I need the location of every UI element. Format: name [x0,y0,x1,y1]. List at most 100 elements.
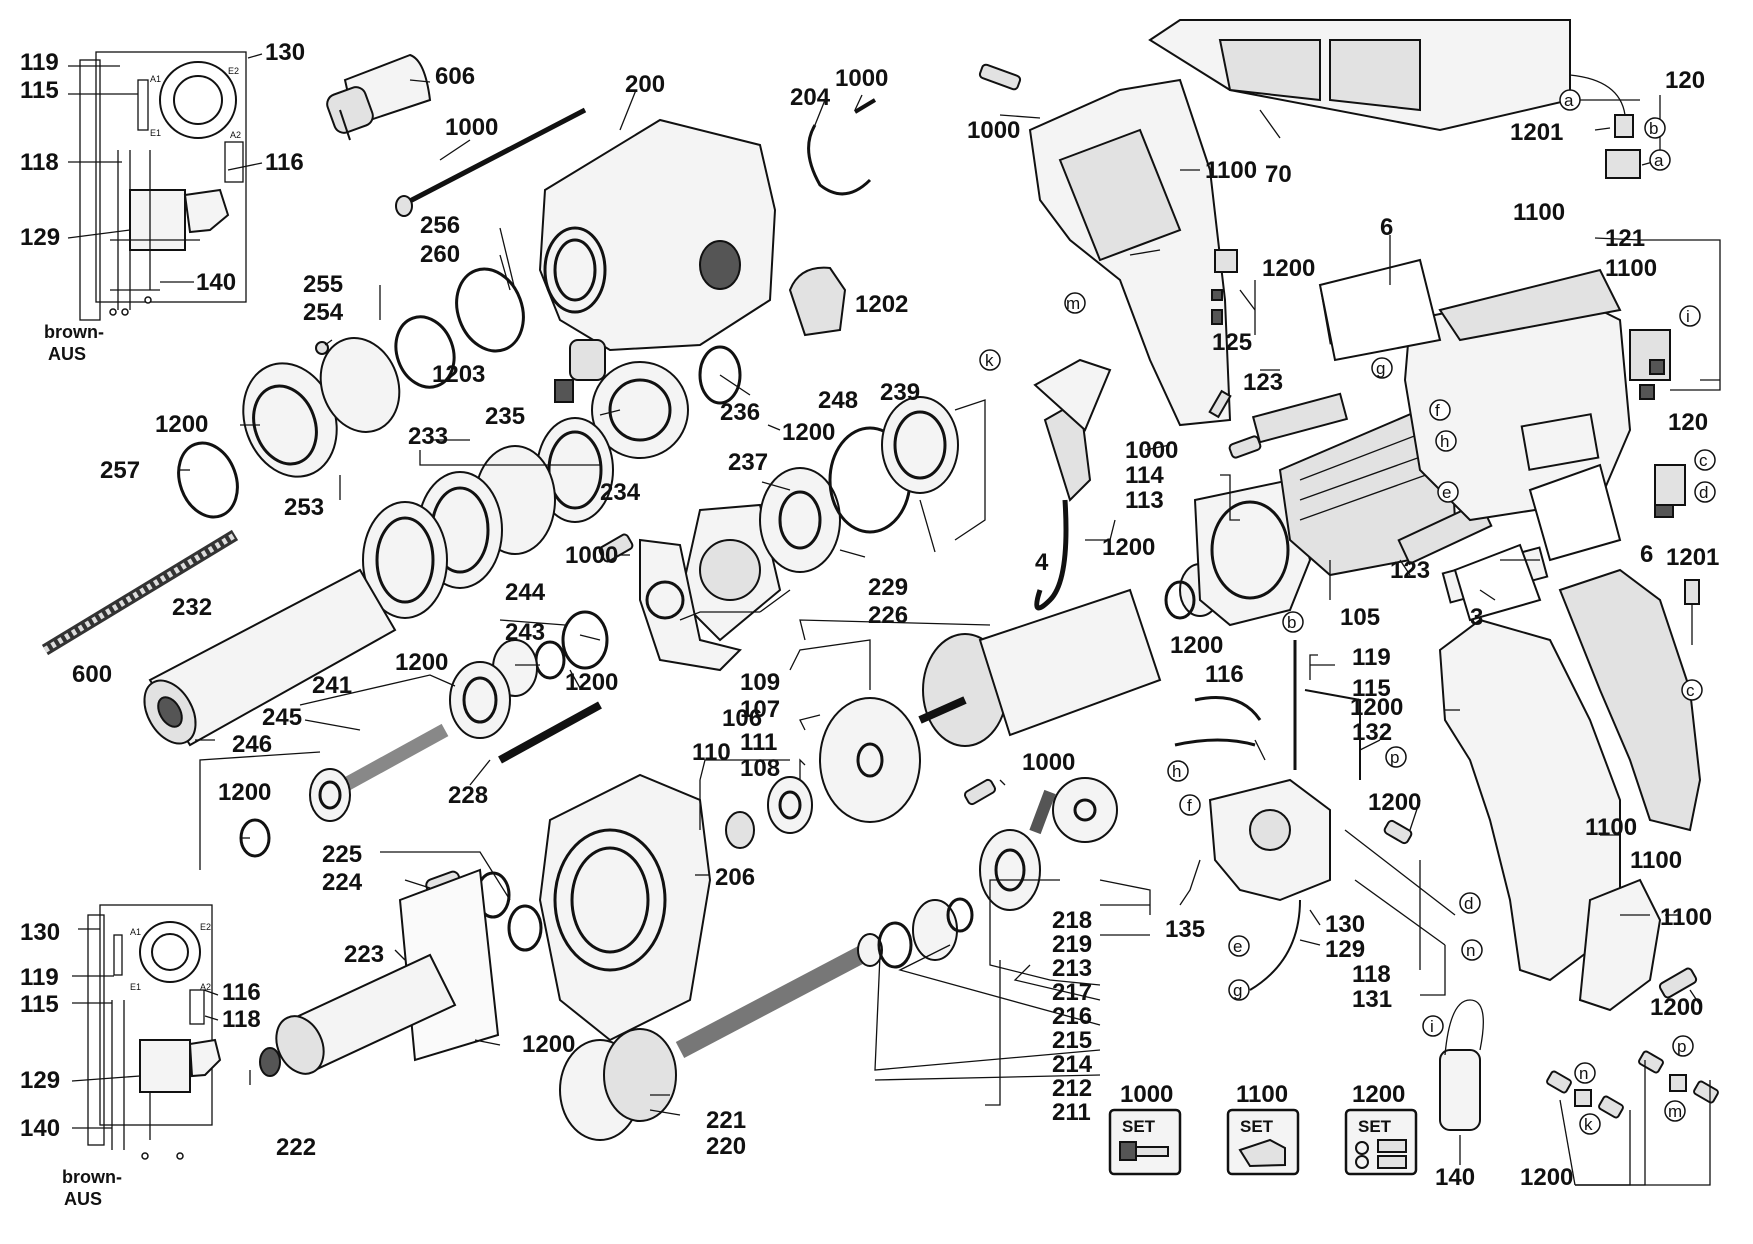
set-1100: 1100 SET [1226,1081,1300,1176]
label-129-bottom: 129 [20,1067,60,1094]
label-1200-bottom: 1200 [1520,1164,1573,1191]
label-1201-bottom: 1201 [1666,544,1719,571]
label-222: 222 [276,1134,316,1161]
set-1000: 1000 SET [1108,1081,1182,1176]
svg-text:b: b [1649,119,1658,138]
label-1201-top: 1201 [1510,119,1563,146]
label-200: 200 [625,71,665,98]
label-239: 239 [880,379,920,406]
spindle-tube-232 [143,568,397,747]
capacitor-140 [1439,999,1484,1131]
brown-aus-bottom-line1: brown- [62,1167,122,1187]
svg-text:f: f [1435,401,1440,420]
wiring-schematic-top: A1 E2 E1 A2 brown- AUS [44,51,263,364]
label-260: 260 [420,241,460,268]
svg-text:n: n [1466,941,1475,960]
chuck-adapter-606 [326,53,432,141]
svg-text:a: a [1654,151,1664,170]
label-116-top: 116 [265,149,304,176]
label-130-switch: 130 [1325,911,1365,938]
label-131: 131 [1352,986,1392,1013]
svg-text:e: e [1233,937,1242,956]
label-224: 224 [322,869,363,896]
svg-text:m: m [1066,294,1080,313]
label-1200-ring: 1200 [782,419,835,446]
label-1200-small: 1200 [218,779,271,806]
label-119-bottom: 119 [20,964,59,991]
svg-text:k: k [1584,1115,1593,1134]
part-1203 [554,339,606,403]
label-118-switch: 118 [1352,961,1391,988]
svg-text:k: k [985,351,994,370]
label-106: 106 [722,705,762,732]
svg-text:i: i [1430,1017,1434,1036]
label-1000-bolt: 1000 [445,114,498,141]
svg-text:SET: SET [1358,1117,1392,1136]
svg-text:b: b [1287,613,1296,632]
svg-text:E2: E2 [228,66,239,76]
label-256: 256 [420,212,460,239]
svg-text:SET: SET [1122,1117,1156,1136]
label-220: 220 [706,1133,746,1160]
label-1200-gasket: 1200 [522,1031,575,1058]
label-120-bottom: 120 [1668,409,1708,436]
label-1200-switch: 1200 [1368,789,1421,816]
wiring-schematic-bottom: A1 E2 E1 A2 brown- AUS [62,904,222,1209]
label-246: 246 [232,731,272,758]
label-115-bottom: 115 [20,991,59,1018]
label-110: 110 [692,739,731,766]
clip-204 [807,98,877,196]
label-228: 228 [448,782,488,809]
label-1000-screw: 1000 [1125,437,1178,464]
label-1100-handle-a: 1100 [1585,814,1637,841]
switch-135 [1208,778,1331,902]
part-number-labels: 119 115 118 129 140 130 116 130 119 115 … [20,39,1719,1191]
gear-housing-200 [538,118,777,352]
svg-text:A1: A1 [150,74,161,84]
bracket-226 [639,538,742,672]
label-116-switch: 116 [1205,661,1244,688]
svg-text:h: h [1172,762,1181,781]
label-1000-clip: 1000 [835,65,888,92]
label-115-top: 115 [20,77,59,104]
label-244: 244 [505,579,546,606]
label-254: 254 [303,299,344,326]
label-105: 105 [1340,604,1380,631]
svg-text:p: p [1390,748,1399,767]
label-217: 217 [1052,979,1092,1006]
label-218: 218 [1052,907,1092,934]
label-234: 234 [600,479,641,506]
label-248: 248 [818,387,858,414]
label-255: 255 [303,271,343,298]
label-113: 113 [1125,487,1164,514]
label-111: 111 [740,729,777,756]
label-132: 132 [1352,719,1392,746]
svg-text:g: g [1376,359,1385,378]
label-204: 204 [790,84,831,111]
label-1100-motor-right: 1100 [1605,255,1657,282]
svg-text:f: f [1187,796,1192,815]
part-shapes [41,19,1719,1141]
svg-text:c: c [1699,451,1708,470]
svg-text:n: n [1579,1064,1588,1083]
label-1200-cable: 1200 [1102,534,1155,561]
label-214: 214 [1052,1051,1093,1078]
label-1200-bearing: 1200 [1170,632,1223,659]
svg-text:h: h [1440,432,1449,451]
label-1200-sleeve: 1200 [155,411,208,438]
label-206: 206 [715,864,755,891]
label-245: 245 [262,704,302,731]
svg-text:c: c [1686,681,1695,700]
label-243: 243 [505,619,545,646]
label-1200-housing: 1200 [1262,255,1315,282]
label-1000-mid: 1000 [565,542,618,569]
svg-text:1100: 1100 [1236,1081,1288,1108]
svg-text:d: d [1464,894,1473,913]
label-216: 216 [1052,1003,1092,1030]
label-1100-handle-b: 1100 [1630,847,1682,874]
label-1100-housing: 1100 [1205,157,1257,184]
label-1000-housing: 1000 [967,117,1020,144]
svg-text:m: m [1668,1102,1682,1121]
label-125: 125 [1212,329,1252,356]
